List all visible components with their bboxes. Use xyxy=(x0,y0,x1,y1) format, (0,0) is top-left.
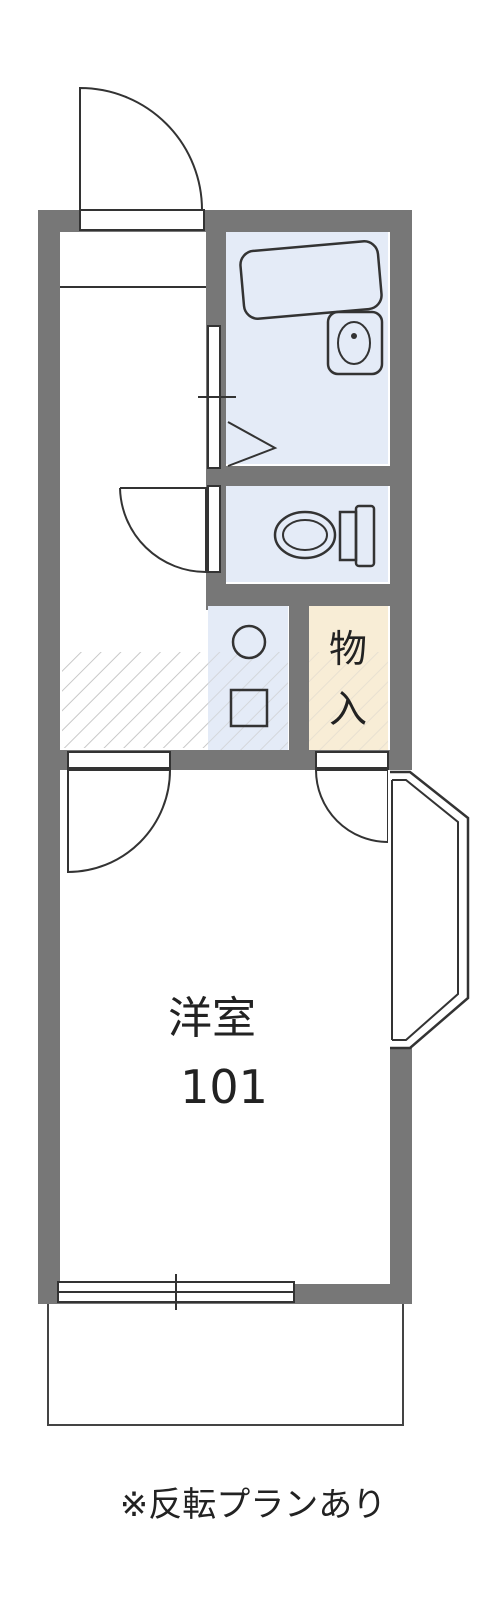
storage-door-swing xyxy=(314,769,389,844)
drain-pan-icon xyxy=(229,688,269,728)
partition-wall-bath-toilet xyxy=(206,466,390,486)
bay-window-inner xyxy=(392,779,459,1041)
storage-door[interactable] xyxy=(315,751,389,769)
washbasin-icon xyxy=(326,310,384,376)
storage-label-2: 入 xyxy=(329,687,367,731)
entrance-door[interactable] xyxy=(79,209,205,231)
reverse-plan-note: ※反転プランあり xyxy=(120,1485,387,1525)
balcony xyxy=(47,1302,404,1426)
partition-wall-laundry-storage xyxy=(289,606,309,752)
washing-machine-icon xyxy=(231,624,267,660)
bay-window xyxy=(390,770,470,1050)
bathtub-icon xyxy=(239,240,383,320)
storage-label-1: 物 xyxy=(329,627,367,671)
step-mark xyxy=(227,421,278,467)
storage-hatch xyxy=(309,652,388,750)
western-room-label: 洋室 xyxy=(168,993,256,1044)
room-door[interactable] xyxy=(67,751,171,769)
bathroom xyxy=(226,232,388,464)
toilet-door-swing xyxy=(119,487,207,574)
room-door-swing xyxy=(67,769,172,874)
room-number: 101 xyxy=(180,1060,268,1114)
partition-wall-toilet-bottom xyxy=(206,584,390,606)
toilet-icon xyxy=(273,504,376,568)
laundry-hatch xyxy=(208,652,288,750)
toilet-room xyxy=(226,486,388,582)
entrance-door-swing xyxy=(79,86,204,211)
toilet-door[interactable] xyxy=(207,485,221,573)
